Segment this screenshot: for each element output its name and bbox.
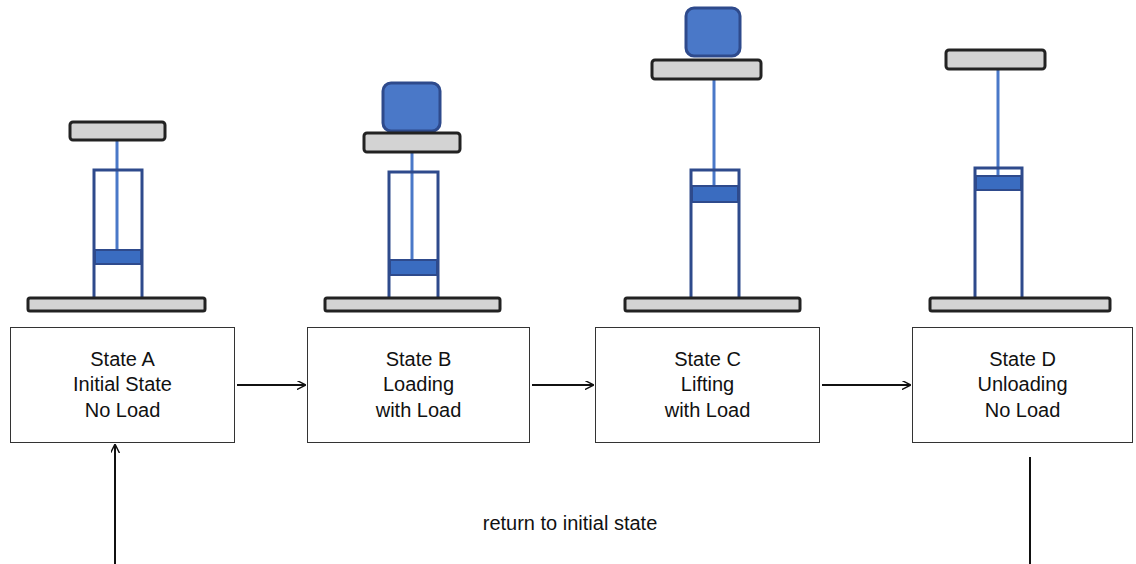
lift-a <box>28 122 205 311</box>
state-box: State B Loading with Load <box>307 327 530 443</box>
lift-d <box>930 50 1110 311</box>
transition-arrow <box>822 384 910 386</box>
transition-arrow <box>115 445 1030 564</box>
state-label: State B Loading with Load <box>369 347 469 424</box>
state-label: State C Lifting with Load <box>663 347 753 424</box>
state-box: State A Initial State No Load <box>10 327 235 443</box>
transition-arrow <box>237 384 305 386</box>
lift-c <box>625 8 800 311</box>
state-box: State D Unloading No Load <box>912 327 1133 443</box>
state-label: State A Initial State No Load <box>69 347 177 424</box>
state-label: State D Unloading No Load <box>973 347 1073 424</box>
edge-label: return to initial state <box>479 512 662 535</box>
transition-arrow <box>532 384 593 386</box>
state-box: State C Lifting with Load <box>595 327 820 443</box>
lift-b <box>325 83 500 311</box>
